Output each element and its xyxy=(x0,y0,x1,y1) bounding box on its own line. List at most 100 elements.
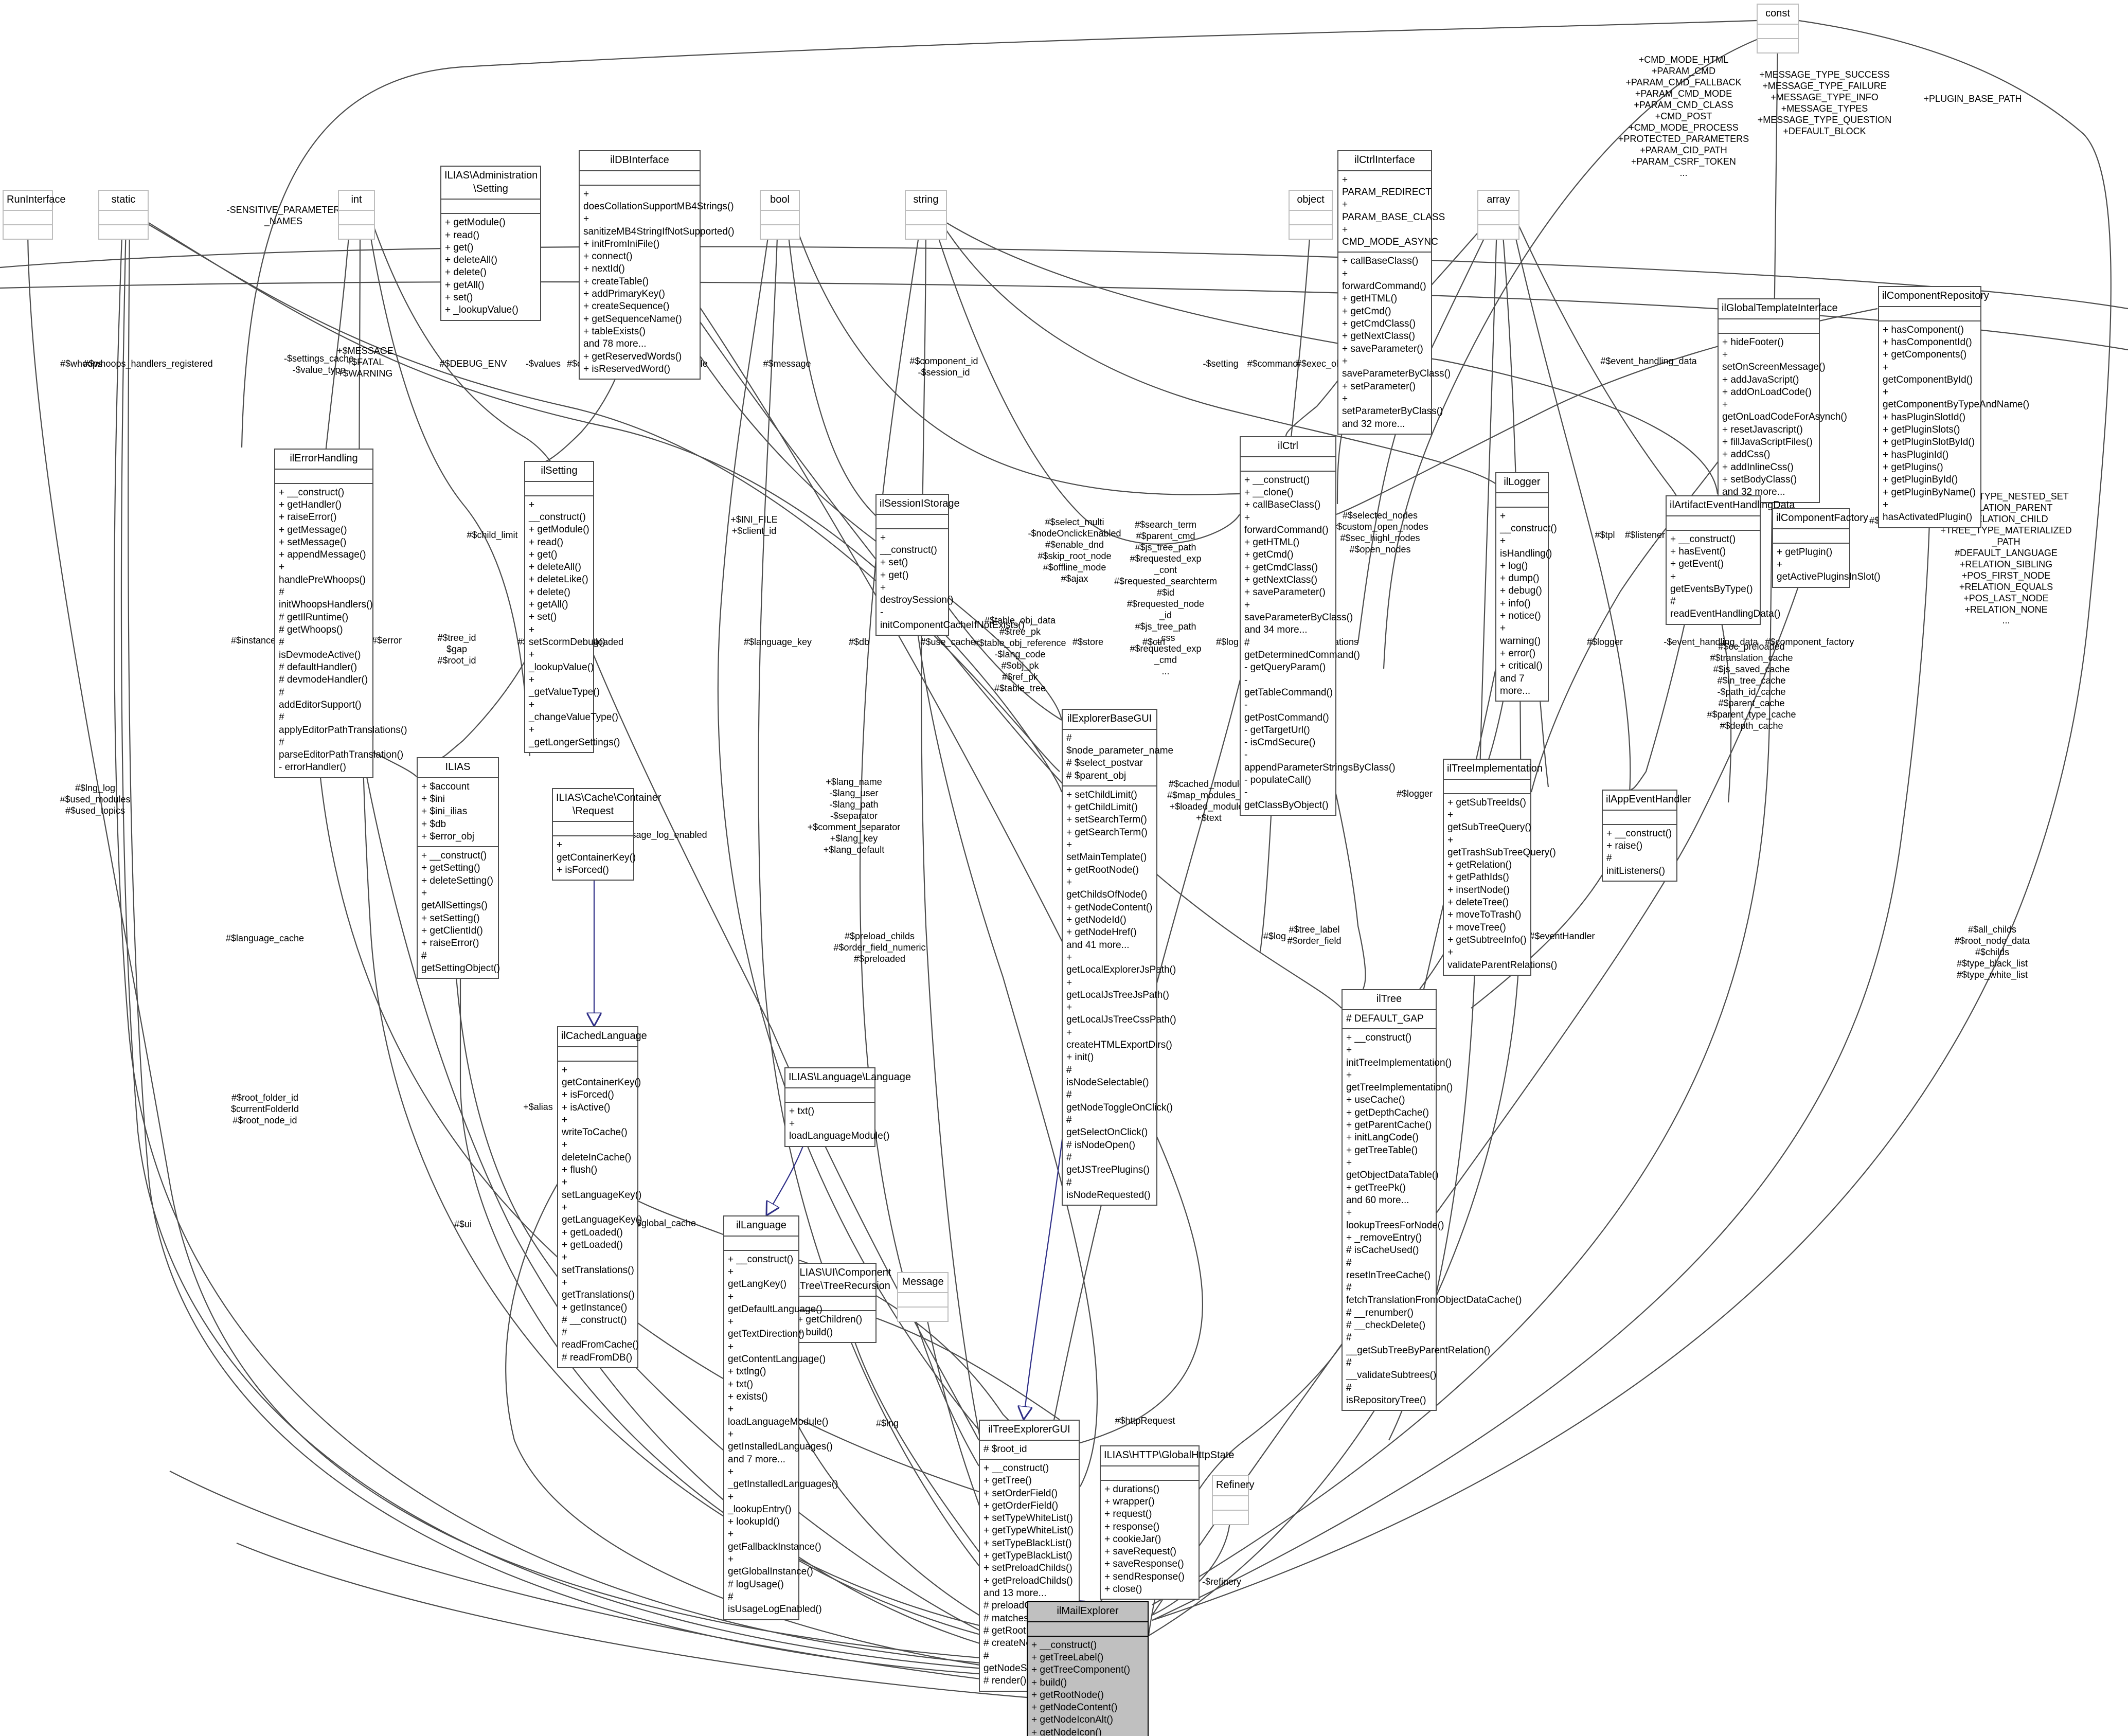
class-attributes xyxy=(525,480,593,495)
class-attributes xyxy=(99,209,148,224)
class-box-ilcomponentfactory[interactable]: ilComponentFactory+ getPlugin()+ getActi… xyxy=(1772,508,1881,588)
class-box-ilmailexplorer[interactable]: ilMailExplorer+ __construct()+ getTreeLa… xyxy=(1027,1601,1149,1736)
operation-row: - getTargetUrl() xyxy=(1244,724,1310,736)
class-box-refinery[interactable]: Refinery xyxy=(1212,1475,1254,1525)
operation-row: + getNextClass() xyxy=(1342,331,1416,342)
class-box-runinterface[interactable]: RunInterface xyxy=(3,190,66,240)
class-attributes xyxy=(898,1292,947,1307)
class-box-ilias-http-globalhttpstate[interactable]: ILIAS\HTTP\GlobalHttpState+ durations()+… xyxy=(1100,1445,1234,1600)
edge-label-l-values: -$values xyxy=(525,359,561,369)
operation-row: + setLanguageKey() xyxy=(562,1177,642,1201)
class-box-ilcachedlanguage[interactable]: ilCachedLanguage+ getContainerKey()+ isF… xyxy=(557,1026,647,1369)
operation-row: + deleteInCache() xyxy=(562,1139,632,1163)
class-operations: + getModule()+ read()+ get()+ deleteAll(… xyxy=(441,213,540,320)
class-box-ilglobaltemplateinterface[interactable]: ilGlobalTemplateInterface+ hideFooter()+… xyxy=(1718,298,1847,503)
class-box-static[interactable]: static xyxy=(98,190,149,240)
operation-row: + _changeValueType() xyxy=(529,699,618,723)
operation-row: + __construct() xyxy=(880,532,937,556)
class-attributes xyxy=(1444,778,1530,793)
class-box-ilias-languagelanguage[interactable]: ILIAS\Language\Language+ txt()+ loadLang… xyxy=(784,1067,911,1147)
class-operations: + setChildLimit()+ getChildLimit()+ setS… xyxy=(1063,785,1176,1205)
class-box-iltreeimplementation[interactable]: ilTreeImplementation+ getSubTreeIds()+ g… xyxy=(1443,759,1557,976)
attribute-row: + $account xyxy=(421,781,470,792)
operation-row: + setMainTemplate() xyxy=(1066,839,1147,863)
edge-label-l-setting: -$setting xyxy=(1203,359,1239,369)
operation-row: + set() xyxy=(880,557,908,568)
class-box-const[interactable]: const xyxy=(1757,4,1799,53)
class-operations: + __construct()+ set()+ get()+ destroySe… xyxy=(877,528,1025,635)
operation-row: - getTableCommand() xyxy=(1244,674,1333,698)
class-operations: + __construct()+ isHandling()+ log()+ du… xyxy=(1496,506,1557,701)
operation-row: + fillJavaScriptFiles() xyxy=(1722,437,1813,448)
operation-row: + lookupId() xyxy=(728,1516,780,1528)
operation-row: + raiseError() xyxy=(421,938,479,949)
class-box-ilerrorhandling[interactable]: ilErrorHandling+ __construct()+ getHandl… xyxy=(274,449,407,778)
class-box-ilartifacteventhandlingdata[interactable]: ilArtifactEventHandlingData+ __construct… xyxy=(1666,495,1795,625)
attribute-row: + PARAM_BASE_CLASS xyxy=(1342,199,1445,223)
class-box-ilctrlinterface[interactable]: ilCtrlInterface+ PARAM_REDIRECT+ PARAM_B… xyxy=(1337,150,1451,435)
operation-row: + loadLanguageModule() xyxy=(728,1404,829,1427)
class-box-ilsetting[interactable]: ilSetting+ __construct()+ getModule()+ r… xyxy=(524,461,620,753)
edge-label-l-whoops-handlers: #$whoops_handlers_registered xyxy=(83,359,213,369)
class-operations: + txt()+ loadLanguageModule() xyxy=(785,1101,889,1146)
class-box-ilctrl[interactable]: ilCtrl+ __construct()+ __clone()+ callBa… xyxy=(1240,436,1396,816)
operation-row: + tableExists() xyxy=(583,326,646,337)
class-box-bool[interactable]: bool xyxy=(760,190,800,240)
operation-row: + txt() xyxy=(728,1379,754,1390)
class-title: ilErrorHandling xyxy=(290,453,358,464)
class-box-string[interactable]: string xyxy=(905,190,947,240)
edge-label-l-language-cache: #$language_cache xyxy=(225,933,305,943)
edge-label-l-message-fatal-warning: +$MESSAGE +$FATAL +$WARNING xyxy=(337,346,394,379)
operation-row: + exists() xyxy=(728,1391,768,1403)
operation-row: # isRepositoryTree() xyxy=(1346,1382,1426,1406)
operation-row: # __getSubTreeByParentRelation() xyxy=(1346,1332,1491,1356)
operation-row: # readEventHandlingData() xyxy=(1670,596,1781,620)
operation-row: + raiseError() xyxy=(279,512,337,523)
operation-row: + getClientId() xyxy=(421,925,483,937)
class-box-illogger[interactable]: ilLogger+ __construct()+ isHandling()+ l… xyxy=(1495,472,1557,702)
operation-row: + critical() xyxy=(1500,660,1543,672)
attribute-row: + $db xyxy=(421,818,446,830)
class-box-message[interactable]: Message xyxy=(897,1272,949,1322)
class-box-object[interactable]: object xyxy=(1289,190,1333,240)
operation-row: + getModule() xyxy=(445,217,506,228)
edge-label-l-selected-nodes: #$selected_nodes #$custom_open_nodes #$s… xyxy=(1332,510,1428,554)
class-box-ilias-administration-setting[interactable]: ILIAS\Administration \Setting+ getModule… xyxy=(440,166,541,321)
operation-row: + setSearchTerm() xyxy=(1066,814,1147,826)
class-box-int[interactable]: int xyxy=(338,190,375,240)
operation-row: + saveRequest() xyxy=(1104,1546,1176,1558)
operation-row: + getNodeIcon() xyxy=(1031,1727,1102,1736)
class-box-ildbinterface[interactable]: ilDBInterface+ doesCollationSupportMB4St… xyxy=(579,150,735,380)
class-attributes xyxy=(275,468,372,483)
operation-row: + connect() xyxy=(583,251,633,262)
operation-row: + read() xyxy=(529,536,564,548)
operation-row: + isHandling() xyxy=(1500,535,1552,559)
operation-row: - initComponentCacheIfNotExists() xyxy=(880,607,1025,631)
class-box-ilappeventhandler[interactable]: ilAppEventHandler+ __construct()+ raise(… xyxy=(1602,790,1691,882)
class-box-iltree[interactable]: ilTree# DEFAULT_GAP+ __construct()+ init… xyxy=(1342,989,1522,1411)
operation-row: + set() xyxy=(529,612,557,623)
edge-label-l-logger: #$logger xyxy=(1586,637,1623,647)
class-box-ilias-cache-container-request[interactable]: ILIAS\Cache\Container \Request+ getConta… xyxy=(552,788,661,881)
operation-row: + getPluginSlots() xyxy=(1883,424,1960,436)
class-box-ilsessionistorage[interactable]: ilSessionIStorage+ __construct()+ set()+… xyxy=(875,494,1025,636)
class-box-array[interactable]: array xyxy=(1477,190,1519,240)
operation-row: # logUsage() xyxy=(728,1579,784,1590)
class-operations: + __construct()+ getLangKey()+ getDefaul… xyxy=(724,1249,838,1619)
operation-row: + getOrderField() xyxy=(983,1500,1059,1511)
class-box-ilexplorerbasegui[interactable]: ilExplorerBaseGUI# $node_parameter_name#… xyxy=(1062,709,1176,1206)
operation-row: + isReservedWord() xyxy=(583,363,671,374)
edge-label-l-search-term: #$search_term #$parent_cmd #$js_tree_pat… xyxy=(1114,520,1218,677)
operation-row: + getCmdClass() xyxy=(1244,562,1318,573)
class-attributes xyxy=(1603,809,1676,824)
edge-label-l-cmd-consts: +CMD_MODE_HTML +PARAM_CMD +PARAM_CMD_FAL… xyxy=(1618,55,1749,178)
class-attributes xyxy=(1758,23,1798,38)
operation-row: + destroySession() xyxy=(880,582,954,606)
class-box-ilcomponentrepository[interactable]: ilComponentRepository+ hasComponent()+ h… xyxy=(1878,286,2029,528)
class-box-ilias-ui-component-treetreerecursion[interactable]: ILIAS\UI\Component \Tree\TreeRecursion+ … xyxy=(793,1263,891,1343)
attribute-row: + $ini xyxy=(421,793,445,804)
class-box-ilias[interactable]: ILIAS+ $account+ $ini+ $ini_ilias+ $db+ … xyxy=(417,757,500,979)
class-operations xyxy=(906,224,946,239)
class-box-illanguage[interactable]: ilLanguage+ __construct()+ getLangKey()+… xyxy=(723,1215,838,1620)
